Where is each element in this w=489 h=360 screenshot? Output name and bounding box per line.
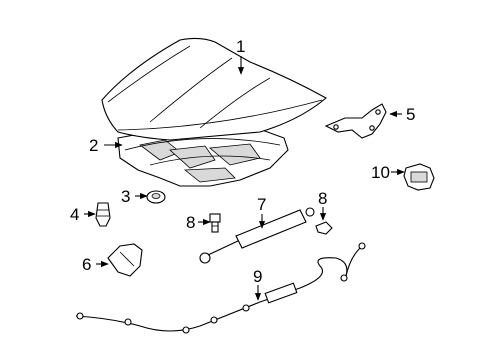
hood-panel	[101, 37, 327, 141]
leader-lines	[84, 56, 405, 301]
release-handle	[107, 243, 143, 277]
callout-3: 3	[121, 187, 130, 206]
callout-6: 6	[82, 255, 91, 274]
ball-stud-right	[315, 221, 333, 235]
release-cable	[75, 242, 366, 334]
callout-2: 2	[89, 136, 98, 155]
hood-hinge	[324, 103, 387, 139]
callout-8-right: 8	[318, 189, 327, 208]
callout-4: 4	[70, 205, 79, 224]
hood-inner-panel	[117, 124, 289, 187]
hood-latch	[403, 163, 435, 191]
lift-support-strut	[199, 207, 315, 264]
callout-labels: 1 2 3 4 5 6 7 8 8 9 10	[70, 37, 415, 286]
hood-adjuster	[95, 202, 111, 227]
ball-stud-left	[209, 213, 221, 233]
callout-8-left: 8	[186, 213, 195, 232]
callout-9: 9	[253, 267, 262, 286]
callout-5: 5	[406, 105, 415, 124]
callout-1: 1	[236, 37, 245, 56]
hood-bumper	[146, 190, 166, 204]
callout-7: 7	[257, 195, 266, 214]
callout-10: 10	[371, 163, 390, 182]
